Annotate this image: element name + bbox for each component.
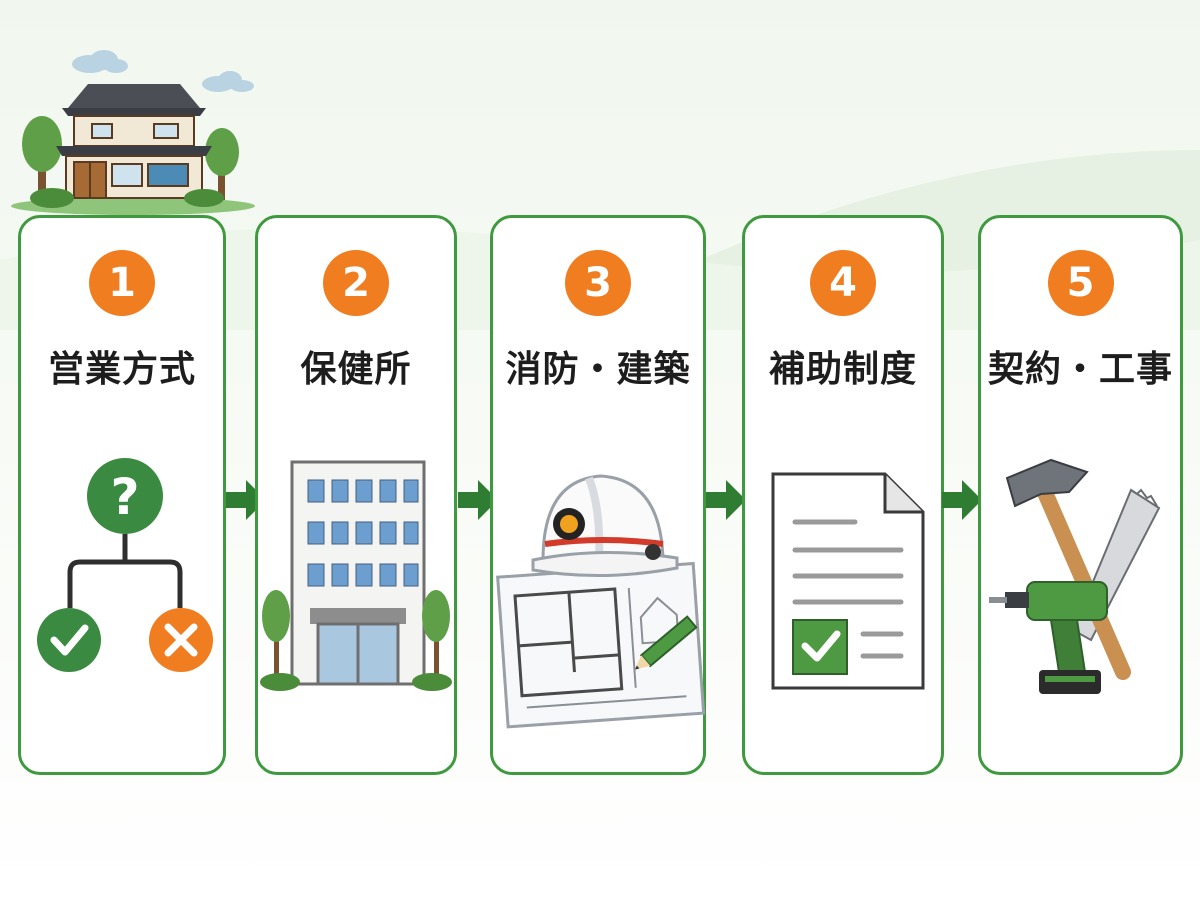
step-number-badge: 2 — [323, 250, 389, 316]
step-card-4: 4 補助制度 — [742, 215, 944, 775]
step-card-5: 5 契約・工事 — [978, 215, 1183, 775]
step-number-badge: 4 — [810, 250, 876, 316]
checked-document-icon — [771, 472, 925, 690]
step-number-badge: 5 — [1047, 250, 1114, 316]
construction-tools-icon — [989, 458, 1161, 694]
step-card-3: 3 消防・建築 — [490, 215, 706, 775]
hard-hat-blueprint-icon — [496, 474, 705, 729]
step-number-badge: 1 — [89, 250, 155, 316]
step-title: 消防・建築 — [505, 349, 691, 390]
right-arrow-icon — [942, 480, 982, 520]
step-title: 契約・工事 — [987, 349, 1173, 390]
right-arrow-icon — [458, 480, 498, 520]
step-title: 営業方式 — [47, 349, 196, 390]
decision-flow-icon: ? — [37, 458, 213, 672]
step-title: 保健所 — [300, 349, 412, 390]
right-arrow-icon — [706, 480, 746, 520]
step-card-1: 1 営業方式 ? — [18, 215, 226, 775]
step-number-badge: 3 — [565, 250, 631, 316]
svg-text:?: ? — [110, 468, 139, 526]
step-card-2: 2 保健所 — [255, 215, 457, 775]
office-building-icon — [260, 460, 452, 691]
japanese-house-icon — [11, 50, 255, 215]
step-title: 補助制度 — [768, 349, 917, 390]
